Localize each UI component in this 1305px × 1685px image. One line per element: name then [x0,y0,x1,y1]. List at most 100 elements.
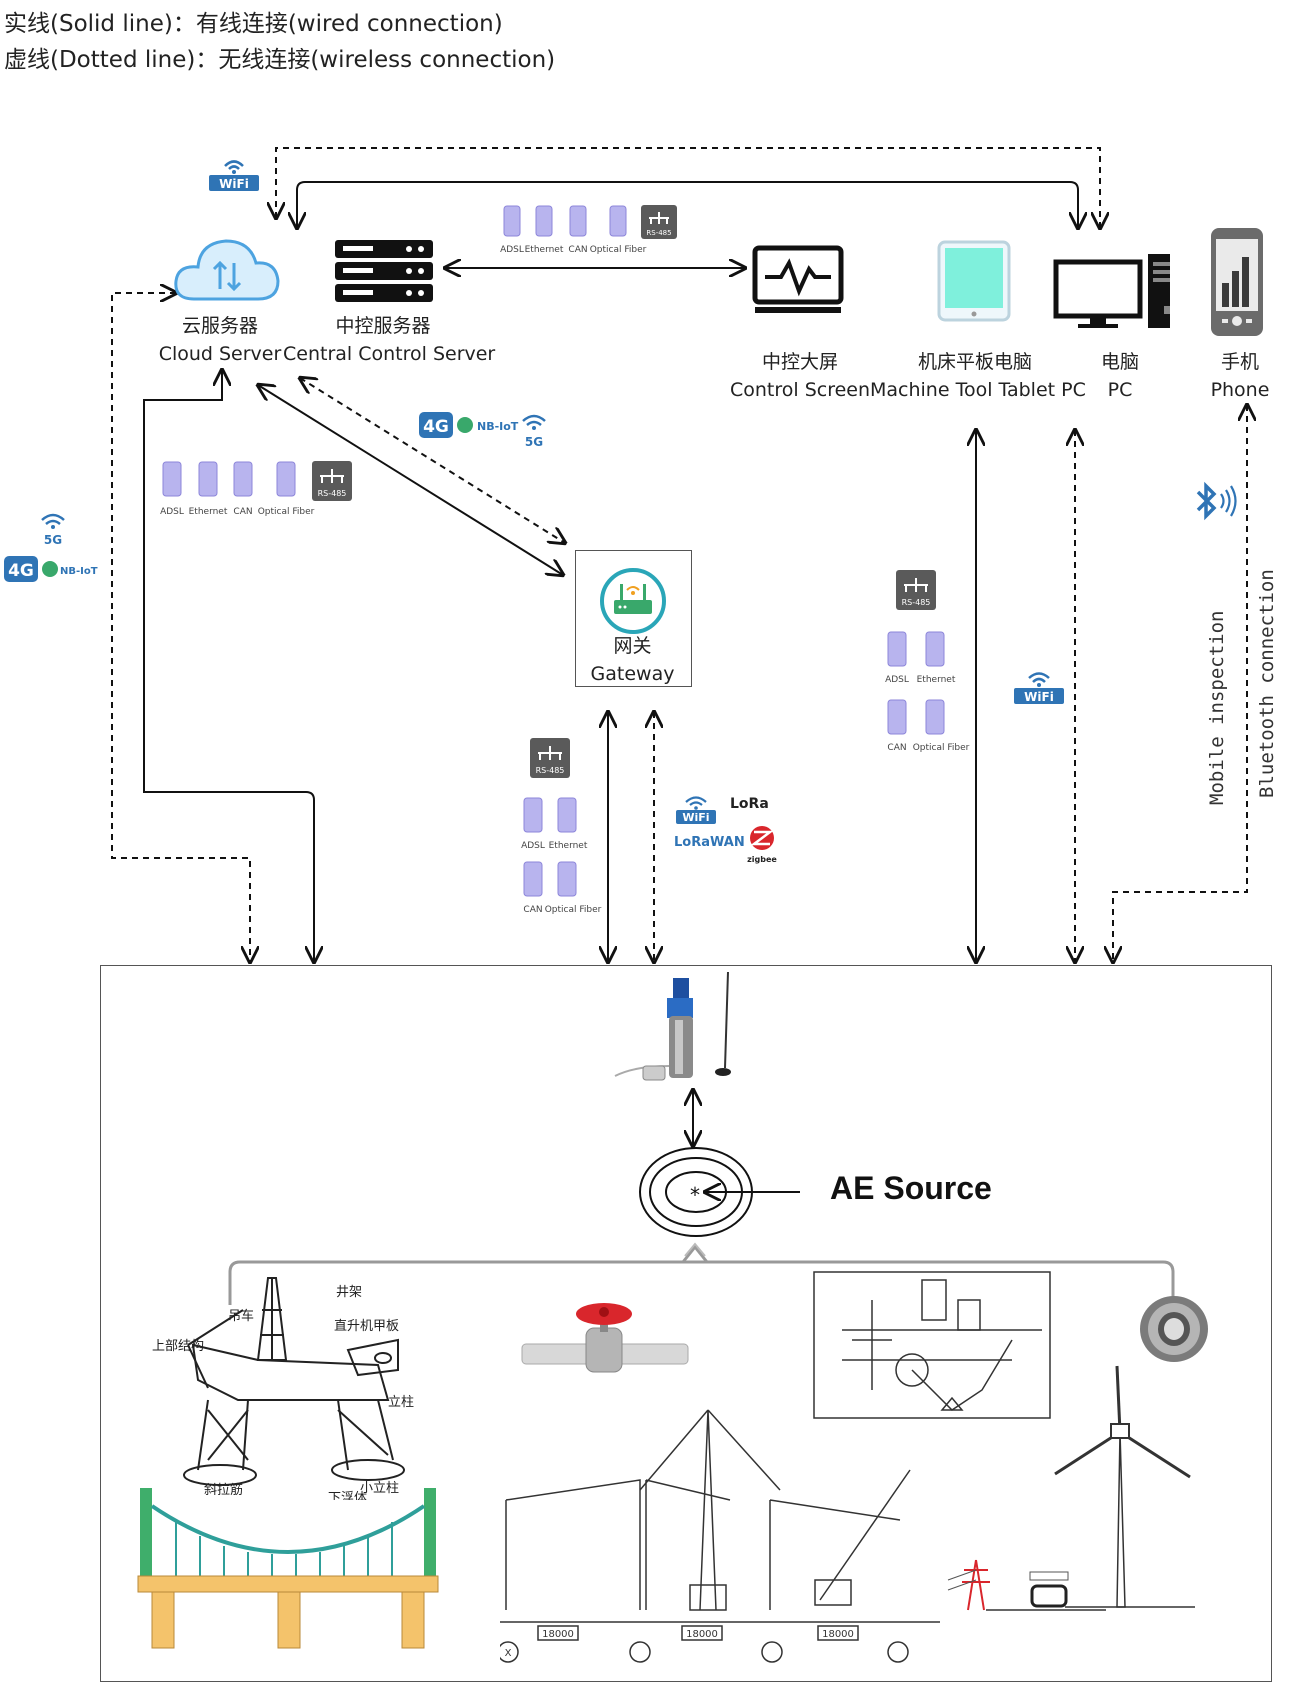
legend-dotted: 虚线(Dotted line)：无线连接(wireless connection… [4,47,556,73]
cellular-badge-left: 5G 4G NB-IoT [4,513,98,582]
svg-text:RS-485: RS-485 [536,766,565,775]
tablet-label-en: Machine Tool Tablet PC [870,379,1086,401]
svg-text:WiFi: WiFi [219,177,249,191]
svg-text:小立柱: 小立柱 [360,1481,399,1496]
central-server-label-zh: 中控服务器 [335,315,431,337]
pc-label-en: PC [1107,379,1133,401]
svg-text:NB-IoT: NB-IoT [477,420,519,433]
svg-text:18000: 18000 [822,1629,854,1640]
svg-text:*: * [690,1183,700,1207]
bearing-icon [1140,1296,1208,1362]
svg-text:18000: 18000 [542,1629,574,1640]
tablet-icon [937,240,1011,322]
svg-text:Optical Fiber: Optical Fiber [590,245,647,255]
cloud-server-label-zh: 云服务器 [181,315,258,337]
svg-text:5G: 5G [44,533,62,547]
svg-text:5G: 5G [525,435,543,449]
svg-text:ADSL: ADSL [885,675,909,685]
svg-text:井架: 井架 [336,1285,362,1300]
svg-text:RS-485: RS-485 [902,598,931,607]
wireless-cloud-box [111,293,250,962]
wifi-icon-pc: WiFi [1014,672,1064,704]
protocol-chips-gateway: RS-485 ADSL Ethernet CAN Optical Fiber [521,738,602,915]
central-server-icon [335,240,433,302]
wireless-phone-box [1113,405,1247,962]
phone-label-en: Phone [1210,379,1270,401]
svg-text:Ethernet: Ethernet [917,675,956,685]
svg-text:WiFi: WiFi [1024,690,1054,704]
svg-text:zigbee: zigbee [747,855,777,864]
svg-text:上部结构: 上部结构 [152,1339,204,1354]
gateway-icon [600,568,666,634]
bluetooth-connection-label: Bluetooth connection [1256,569,1278,798]
svg-text:直升机甲板: 直升机甲板 [334,1319,399,1334]
svg-text:CAN: CAN [887,743,906,753]
svg-text:X: X [505,1648,512,1659]
svg-text:CAN: CAN [233,507,252,517]
phone-label-zh: 手机 [1220,351,1259,373]
wireless-cloud-gateway [300,378,565,543]
svg-text:LoRa: LoRa [730,796,769,812]
svg-text:CAN: CAN [568,245,587,255]
offshore-platform-icon: 井架 吊车 上部结构 直升机甲板 立柱 小立柱 斜拉筋 下浮体 [152,1277,414,1500]
svg-text:RS-485: RS-485 [318,489,347,498]
gateway-label-en: Gateway [590,663,675,685]
svg-text:ADSL: ADSL [160,507,184,517]
machine-schematic-icon [813,1271,1051,1419]
svg-text:WiFi: WiFi [682,811,709,824]
wireless-cloud-pc [276,147,1100,228]
pc-icon [1053,254,1170,328]
pc-label-zh: 电脑 [1100,351,1139,373]
svg-text:4G: 4G [8,561,34,581]
gateway-label-zh: 网关 [613,635,652,657]
svg-text:RS-485: RS-485 [646,229,671,237]
mobile-inspection-label: Mobile inspection [1206,610,1228,805]
ae-sensor-icon [614,971,731,1081]
svg-text:18000: 18000 [686,1629,718,1640]
svg-text:吊车: 吊车 [228,1308,254,1324]
wire-server-pc [297,181,1078,228]
svg-text:ADSL: ADSL [521,841,545,851]
control-screen-label-en: Control Screen [730,379,871,401]
svg-text:斜拉筋: 斜拉筋 [204,1482,243,1498]
crane-structure-icon: X 18000 18000 18000 [500,1409,940,1663]
svg-text:下浮体: 下浮体 [328,1491,367,1500]
valve-pipe-icon [521,1303,689,1373]
protocol-chips-right: RS-485 ADSL Ethernet CAN Optical Fiber [885,570,970,753]
cloud-server-label-en: Cloud Server [158,343,282,365]
structures-bracket [228,1260,1175,1305]
wire-cloud-box [143,370,314,962]
svg-text:Optical Fiber: Optical Fiber [545,905,602,915]
monitoring-box [100,965,1272,1682]
cellular-badge-middle: 4G NB-IoT 5G [419,412,546,449]
tablet-label-zh: 机床平板电脑 [917,351,1032,373]
power-line-icon [947,1559,1106,1611]
svg-text:Optical Fiber: Optical Fiber [258,507,315,517]
control-screen-label-zh: 中控大屏 [761,351,838,373]
svg-text:Ethernet: Ethernet [525,245,564,255]
bluetooth-icon [1196,481,1237,521]
ae-source-label: AE Source [830,1170,992,1206]
bridge-icon [137,1488,439,1649]
phone-icon [1211,228,1263,336]
wifi-icon: WiFi [209,160,259,191]
protocol-chips-top: RS-485 ADSL Ethernet CAN Optical Fiber [500,205,677,255]
svg-text:CAN: CAN [523,905,542,915]
legend-solid: 实线(Solid line)：有线连接(wired connection) [4,11,503,37]
svg-text:立柱: 立柱 [388,1395,414,1410]
svg-text:Ethernet: Ethernet [549,841,588,851]
svg-text:LoRaWAN: LoRaWAN [674,835,745,850]
protocol-chips-left: RS-485 ADSL Ethernet CAN Optical Fiber [160,461,352,517]
svg-text:NB-IoT: NB-IoT [60,566,98,577]
control-screen-icon [752,245,844,313]
cloud-server-icon [174,239,280,301]
ae-source-icon: * [639,1147,753,1237]
central-server-label-en: Central Control Server [283,343,496,365]
svg-text:Optical Fiber: Optical Fiber [913,743,970,753]
wind-turbine-icon [1054,1365,1195,1608]
svg-text:4G: 4G [423,417,449,437]
svg-text:ADSL: ADSL [500,245,524,255]
wireless-badges-gateway: WiFi LoRa LoRaWAN zigbee [674,796,777,864]
svg-text:Ethernet: Ethernet [189,507,228,517]
